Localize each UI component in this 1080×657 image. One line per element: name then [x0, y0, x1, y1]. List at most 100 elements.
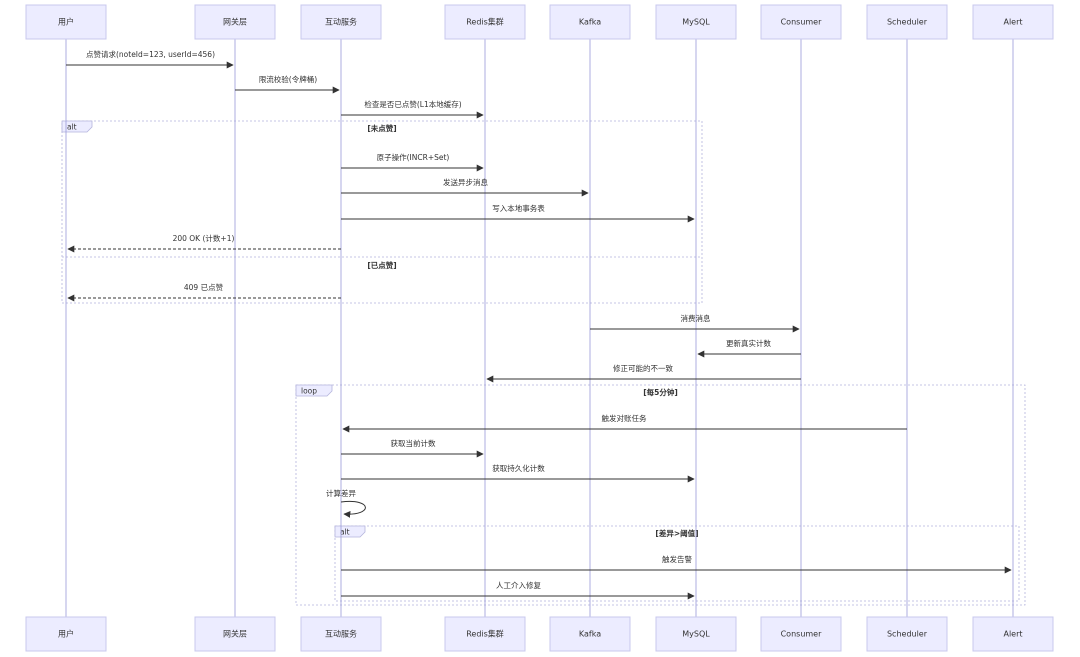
fragment-condition: [每5分钟]: [643, 387, 678, 397]
message-2: 检查是否已点赞(L1本地缓存): [341, 99, 484, 119]
participant-scheduler-top: Scheduler: [866, 4, 948, 40]
message-12: 获取当前计数: [341, 438, 484, 458]
message-16: 人工介入修复: [341, 580, 695, 600]
participant-alert-top: Alert: [972, 4, 1054, 40]
message-14: 计算差异: [326, 488, 366, 518]
participant-box: [194, 4, 276, 40]
participant-label: Redis集群: [466, 629, 504, 639]
participant-interact-bottom: 互动服务: [300, 616, 382, 652]
message-label: 获取当前计数: [391, 438, 436, 448]
message-label: 原子操作(INCR+Set): [377, 152, 450, 162]
participant-box: [972, 4, 1054, 40]
participant-interact-top: 互动服务: [300, 4, 382, 40]
participant-box: [866, 616, 948, 652]
fragment-condition: [差异>阈值]: [655, 528, 698, 538]
fragment-keyword: loop: [301, 387, 317, 396]
message-6: 200 OK (计数+1): [67, 233, 341, 253]
participant-label: Kafka: [579, 18, 601, 27]
fragment-frame: [295, 384, 1026, 606]
message-label: 限流校验(令牌桶): [259, 74, 317, 84]
fragment-keyword: alt: [340, 528, 350, 537]
participant-label: 网关层: [223, 17, 247, 27]
participant-box: [866, 4, 948, 40]
message-label: 点赞请求(noteId=123, userId=456): [86, 49, 215, 59]
participant-box: [444, 616, 526, 652]
message-label: 触发对账任务: [602, 413, 647, 423]
participant-label: Consumer: [781, 18, 823, 27]
message-4: 发送异步消息: [341, 177, 589, 197]
message-label: 计算差异: [326, 488, 356, 498]
message-label: 消费消息: [681, 313, 711, 323]
participant-user-top: 用户: [25, 4, 107, 40]
participant-label: Alert: [1003, 630, 1022, 639]
participant-label: Consumer: [781, 630, 823, 639]
participant-label: Redis集群: [466, 17, 504, 27]
participant-box: [655, 4, 737, 40]
participant-kafka-top: Kafka: [549, 4, 631, 40]
fragment-condition: [未点赞]: [367, 123, 396, 133]
participant-label: MySQL: [682, 18, 710, 27]
message-13: 获取持久化计数: [341, 463, 695, 483]
participant-consumer-bottom: Consumer: [760, 616, 842, 652]
message-label: 获取持久化计数: [492, 463, 545, 473]
message-15: 触发告警: [341, 554, 1012, 574]
message-label: 修正可能的不一致: [613, 363, 673, 373]
fragment-condition: [已点赞]: [367, 260, 396, 270]
participant-box: [549, 4, 631, 40]
fragment-alt-0: alt [未点赞] [已点赞]: [61, 120, 703, 304]
participant-user-bottom: 用户: [25, 616, 107, 652]
participant-box: [194, 616, 276, 652]
message-5: 写入本地事务表: [341, 203, 695, 223]
participant-gateway-bottom: 网关层: [194, 616, 276, 652]
message-label: 人工介入修复: [496, 580, 541, 590]
fragment-tab: [61, 120, 93, 133]
message-7: 409 已点赞: [67, 282, 341, 302]
fragment-frame: [334, 525, 1020, 602]
participant-scheduler-bottom: Scheduler: [866, 616, 948, 652]
participant-kafka-bottom: Kafka: [549, 616, 631, 652]
fragment-loop-1: loop [每5分钟]: [295, 384, 1026, 606]
participant-label: Kafka: [579, 630, 601, 639]
participant-mysql-bottom: MySQL: [655, 616, 737, 652]
message-label: 200 OK (计数+1): [173, 233, 235, 243]
participant-redis-bottom: Redis集群: [444, 616, 526, 652]
message-label: 写入本地事务表: [492, 203, 545, 213]
participant-label: MySQL: [682, 630, 710, 639]
message-0: 点赞请求(noteId=123, userId=456): [66, 49, 234, 69]
participant-mysql-top: MySQL: [655, 4, 737, 40]
participant-label: Alert: [1003, 18, 1022, 27]
fragment-tab: [295, 384, 333, 397]
participant-box: [25, 616, 107, 652]
message-layer: 点赞请求(noteId=123, userId=456) 限流校验(令牌桶) 检查是…: [66, 49, 1012, 600]
participant-label: 用户: [58, 17, 74, 27]
participant-box: [300, 616, 382, 652]
message-label: 409 已点赞: [184, 282, 224, 292]
message-label: 触发告警: [662, 554, 692, 564]
message-label: 更新真实计数: [726, 338, 771, 348]
participant-alert-bottom: Alert: [972, 616, 1054, 652]
participant-box: [549, 616, 631, 652]
message-10: 修正可能的不一致: [486, 363, 801, 383]
participant-layer: 用户用户网关层网关层互动服务互动服务Redis集群Redis集群KafkaKaf…: [25, 4, 1054, 652]
message-label: 发送异步消息: [443, 177, 488, 187]
message-1: 限流校验(令牌桶): [235, 74, 340, 94]
participant-label: Scheduler: [887, 630, 928, 639]
fragment-keyword: alt: [67, 123, 77, 132]
message-9: 更新真实计数: [697, 338, 801, 358]
fragment-tab: [334, 525, 366, 538]
participant-box: [444, 4, 526, 40]
message-11: 触发对账任务: [342, 413, 907, 433]
fragment-layer: alt [未点赞] [已点赞] loop [每5分钟] alt [差异>阈值]: [61, 120, 1026, 606]
participant-box: [300, 4, 382, 40]
lifeline-layer: [65, 39, 1014, 617]
message-3: 原子操作(INCR+Set): [341, 152, 484, 172]
fragment-alt-2: alt [差异>阈值]: [334, 525, 1020, 602]
participant-label: 网关层: [223, 629, 247, 639]
participant-box: [25, 4, 107, 40]
message-arrow: [340, 500, 366, 518]
participant-label: Scheduler: [887, 18, 928, 27]
participant-box: [760, 616, 842, 652]
participant-box: [655, 616, 737, 652]
message-8: 消费消息: [590, 313, 800, 333]
